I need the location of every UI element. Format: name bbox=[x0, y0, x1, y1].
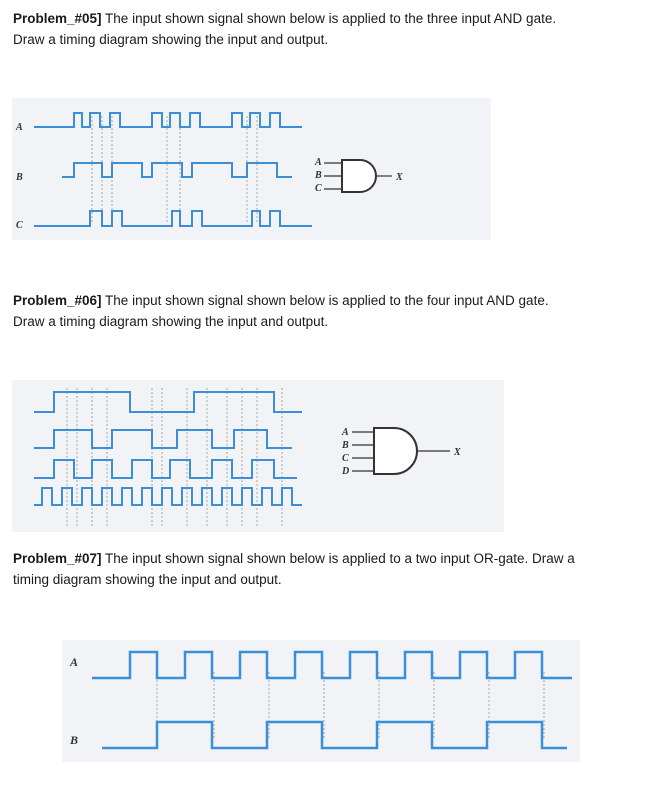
problem-05-gate-input-a: A bbox=[314, 157, 322, 168]
problem-06-statement: Problem_#06] The input shown signal show… bbox=[13, 290, 549, 332]
problem-06-gate-output: X bbox=[453, 447, 461, 458]
problem-07-label-b: B bbox=[69, 733, 78, 747]
problem-07-timing-diagram: A B bbox=[69, 650, 572, 750]
problem-06-gridlines bbox=[66, 388, 283, 528]
problem-06-gate-input-a: A bbox=[341, 427, 349, 438]
problem-05-statement: Problem_#05] The input shown signal show… bbox=[13, 8, 556, 50]
problem-05-text-line2: Draw a timing diagram showing the input … bbox=[13, 32, 329, 47]
problem-05-figure: A B C A B C X bbox=[12, 98, 491, 240]
problem-07-statement: Problem_#07] The input shown signal show… bbox=[13, 548, 575, 590]
problem-05-label-a: A bbox=[15, 122, 23, 133]
problem-05-label-c: C bbox=[16, 220, 23, 231]
problem-05-text-line1: The input shown signal shown below is ap… bbox=[101, 11, 557, 26]
problem-05-signal-a bbox=[34, 112, 302, 128]
problem-05-gate-input-b: B bbox=[314, 170, 322, 181]
problem-05-and-gate: A B C X bbox=[314, 157, 403, 194]
problem-05-gate-input-c: C bbox=[315, 183, 322, 194]
problem-06-gate-input-b: B bbox=[341, 440, 349, 451]
problem-06-text-line1: The input shown signal shown below is ap… bbox=[101, 293, 549, 308]
problem-06-text-line2: Draw a timing diagram showing the input … bbox=[13, 314, 329, 329]
problem-06-signal-d bbox=[34, 487, 302, 506]
problem-06-signal-c bbox=[34, 459, 297, 479]
problem-07-gridlines bbox=[156, 672, 545, 738]
problem-06-and-gate: A B C D X bbox=[341, 427, 461, 477]
problem-05-signal-b bbox=[62, 162, 292, 178]
problem-07-text-line1: The input shown signal shown below is ap… bbox=[101, 551, 575, 566]
problem-05-signal-c bbox=[34, 210, 312, 227]
problem-07-label-a: A bbox=[69, 655, 78, 669]
problem-06-heading: Problem_#06] bbox=[13, 293, 102, 308]
problem-05-label-b: B bbox=[15, 172, 23, 183]
problem-05-timing-diagram: A B C A B C X bbox=[15, 112, 403, 231]
problem-07-text-line2: timing diagram showing the input and out… bbox=[13, 572, 282, 587]
problem-07-figure: A B bbox=[62, 640, 580, 762]
problem-07-heading: Problem_#07] bbox=[13, 551, 102, 566]
problem-05-heading: Problem_#05] bbox=[13, 11, 102, 26]
problem-05-gate-output: X bbox=[395, 172, 403, 183]
problem-06-figure: A B C D X bbox=[12, 380, 504, 532]
problem-07-signal-b bbox=[102, 720, 567, 750]
problem-07-signal-a bbox=[92, 650, 572, 680]
problem-06-gate-input-d: D bbox=[341, 466, 349, 477]
problem-06-signal-a bbox=[34, 391, 302, 413]
problem-06-gate-input-c: C bbox=[342, 453, 349, 464]
problem-06-timing-diagram: A B C D X bbox=[34, 388, 461, 528]
problem-06-signal-b bbox=[34, 429, 292, 449]
